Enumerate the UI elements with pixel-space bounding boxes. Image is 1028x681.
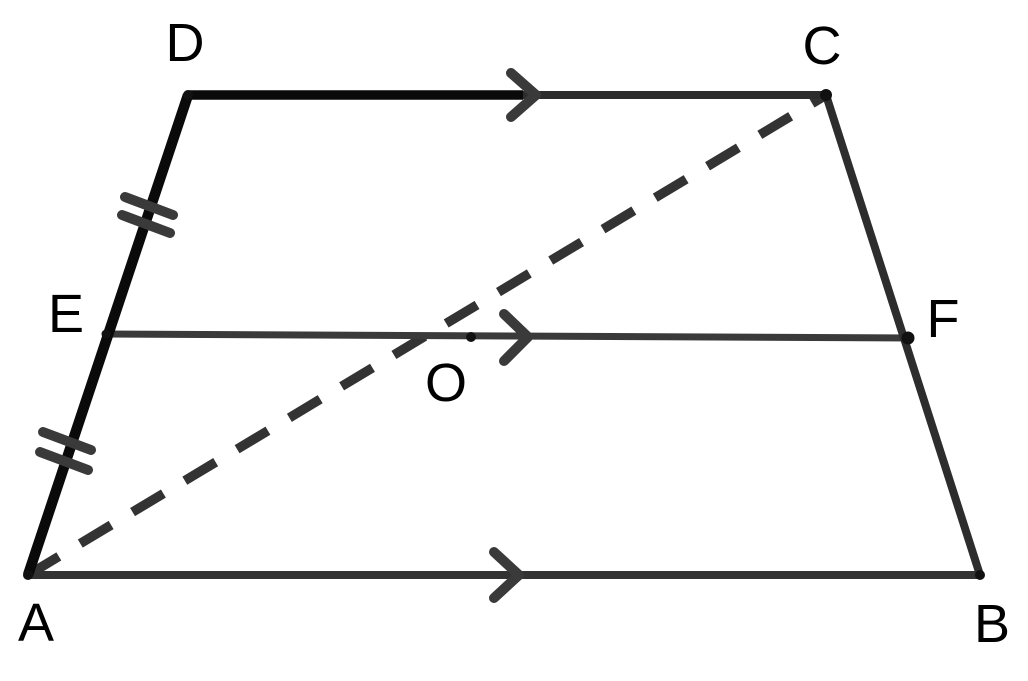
parallel-mark-DC — [506, 68, 541, 122]
vertex-label-C: C — [803, 16, 842, 76]
point-dot-F — [901, 331, 915, 345]
point-dot-O — [466, 332, 476, 342]
point-dot-D — [183, 90, 193, 100]
tick-EA-2 — [35, 447, 93, 475]
vertex-label-B: B — [974, 594, 1010, 654]
vertex-label-D: D — [166, 13, 205, 73]
midsegment-EF — [105, 330, 909, 342]
point-dot-E — [101, 329, 111, 339]
vertex-label-E: E — [48, 284, 84, 344]
parallel-mark-EF — [499, 309, 533, 366]
vertex-label-A: A — [18, 593, 54, 653]
tick-EA-1 — [38, 427, 96, 455]
tick-DE-1 — [120, 192, 178, 220]
vertex-label-O: O — [425, 353, 467, 413]
tick-DE-2 — [117, 210, 175, 238]
diagonal-AC — [25, 90, 829, 580]
point-dot-C — [820, 89, 832, 101]
parallel-mark-AB — [489, 547, 524, 603]
vertex-label-F: F — [927, 289, 960, 349]
point-dot-A — [23, 570, 33, 580]
point-dot-B — [975, 570, 985, 580]
